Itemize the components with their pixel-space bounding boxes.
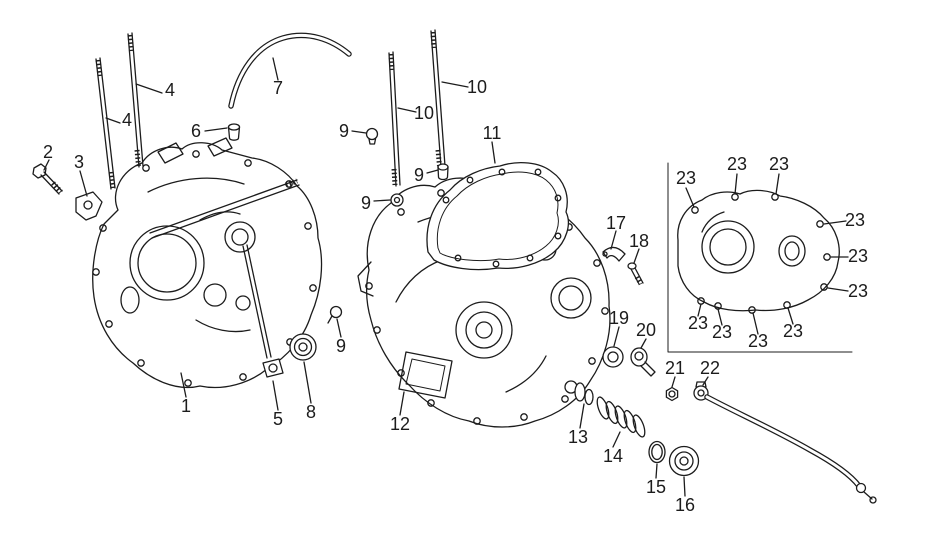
callout-9d: 9	[336, 336, 346, 356]
callout-5: 5	[273, 409, 283, 429]
part-plug-9-b	[437, 163, 449, 181]
part-crankcase-left	[92, 137, 323, 389]
callout-6: 6	[191, 121, 201, 141]
callout-10b: 10	[467, 77, 487, 97]
inset-cover	[667, 162, 853, 353]
callout-17: 17	[606, 213, 626, 233]
callout-4b: 4	[165, 80, 175, 100]
callout-13: 13	[568, 427, 588, 447]
callout-23-3: 23	[769, 154, 789, 174]
part-bracket-3	[75, 191, 103, 221]
leader-lines	[43, 57, 849, 497]
callout-14: 14	[603, 446, 623, 466]
callout-1: 1	[181, 396, 191, 416]
callout-2: 2	[43, 142, 53, 162]
part-nozzle-20	[630, 347, 656, 377]
part-clip-17	[602, 246, 626, 262]
callout-4a: 4	[122, 110, 132, 130]
callout-9a: 9	[339, 121, 349, 141]
part-tube	[228, 32, 352, 109]
callout-11: 11	[483, 123, 502, 143]
callout-9c: 9	[361, 193, 371, 213]
part-bolt-2	[32, 163, 63, 195]
part-cap-16	[668, 445, 700, 477]
part-bearing-8	[289, 333, 317, 361]
callout-23-7: 23	[688, 313, 708, 333]
callout-8: 8	[306, 402, 316, 422]
part-plug-9-d	[327, 305, 343, 324]
part-oil-pipe-22	[693, 381, 877, 504]
callout-23-10: 23	[783, 321, 803, 341]
callout-12: 12	[390, 414, 410, 434]
callout-15: 15	[646, 477, 666, 497]
callout-3: 3	[74, 152, 84, 172]
callout-10a: 10	[414, 103, 434, 123]
part-stud-4-right	[127, 32, 144, 168]
callout-20: 20	[636, 320, 656, 340]
callout-labels: 2 3 4 4 6 7 9 10 10 9 9 11 17 18 9 1 5 8…	[43, 77, 868, 515]
part-plug-6	[227, 123, 241, 141]
part-nut-5	[262, 358, 284, 378]
callout-23-1: 23	[676, 168, 696, 188]
part-stud-10-right	[430, 29, 446, 168]
callout-19: 19	[609, 308, 629, 328]
callout-7: 7	[273, 78, 283, 98]
part-stud-10-left	[388, 51, 401, 187]
callout-23-4: 23	[845, 210, 865, 230]
part-spring-14	[596, 396, 646, 438]
callout-23-2: 23	[727, 154, 747, 174]
part-stud-4-left	[95, 57, 116, 190]
part-oring-15	[648, 440, 666, 464]
part-nut-21	[665, 386, 679, 402]
callout-22: 22	[700, 358, 720, 378]
part-bolt-18	[627, 262, 644, 286]
callout-23-8: 23	[712, 322, 732, 342]
part-seal-19	[602, 346, 624, 368]
part-plug-9-c	[390, 193, 404, 207]
callout-23-5: 23	[848, 246, 868, 266]
callout-16: 16	[675, 495, 695, 515]
callout-23-6: 23	[848, 281, 868, 301]
callout-23-9: 23	[748, 331, 768, 351]
part-shaft-13	[564, 380, 594, 406]
callout-21: 21	[665, 358, 685, 378]
part-plug-9-a	[365, 127, 379, 145]
part-gasket	[426, 161, 569, 271]
callout-18: 18	[629, 231, 649, 251]
callout-9b: 9	[414, 165, 424, 185]
